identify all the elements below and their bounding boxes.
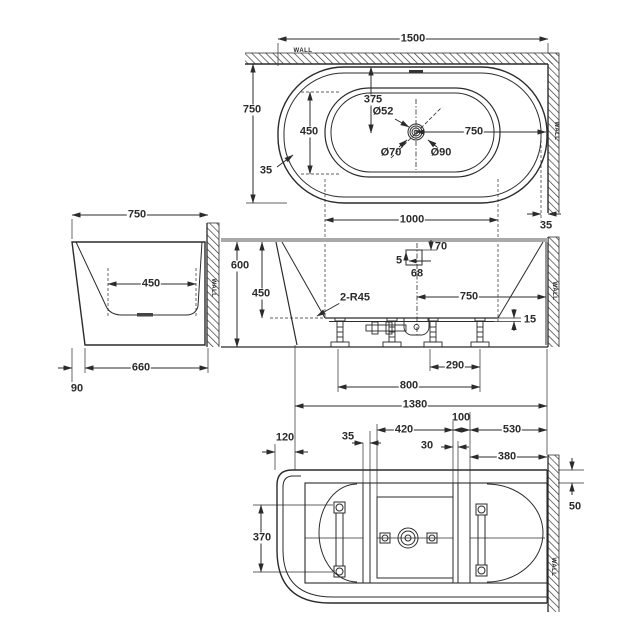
tub-outer-rim [277, 66, 548, 204]
waste-trap-assembly [365, 317, 430, 336]
left-end-curve [318, 483, 358, 583]
dim-front-overall-height: 600 [229, 259, 251, 272]
base-silhouette [276, 469, 547, 604]
dim-side-base-width: 660 [130, 361, 152, 374]
dim-bottom-rim-overhang: 120 [275, 431, 295, 444]
wall-label-side: WALL [210, 278, 216, 298]
dim-overflow-width: 68 [410, 267, 424, 280]
dim-right-span: 530 [501, 423, 523, 436]
overflow-detail [403, 240, 437, 266]
base-recess [304, 482, 548, 584]
plan-wall-right-hatch [548, 53, 559, 213]
adjustable-feet [330, 317, 490, 348]
dim-overflow-lip: 5 [395, 254, 403, 267]
side-drain [137, 313, 153, 317]
right-leg-rail [475, 503, 488, 577]
dim-front-drain-to-wall: 750 [458, 290, 480, 303]
center-panel [376, 496, 454, 579]
dim-waste-diameter: Ø70 [380, 146, 402, 159]
dim-feet-span: 800 [398, 379, 420, 392]
dim-base-length: 1380 [401, 398, 429, 411]
wall-label-bottom: WALL [550, 557, 556, 577]
dim-feet-pitch: 290 [444, 359, 466, 372]
dim-side-basin-floor: 450 [140, 277, 162, 290]
dim-drain-diameter: Ø52 [372, 105, 394, 118]
bottom-wall-hatch [548, 455, 559, 612]
dim-shell-step: 15 [523, 313, 537, 326]
bottom-view [253, 412, 584, 612]
side-wall-hatch [207, 223, 219, 347]
left-leg-rail [333, 501, 346, 578]
dim-plan-basin-width: 450 [298, 125, 320, 138]
dim-corner-radius: 2-R45 [339, 291, 371, 304]
overflow-slot [409, 70, 423, 74]
dim-mid-panel: 420 [393, 423, 415, 436]
plan-wall-top-hatch [245, 53, 557, 64]
side-tub-outline [71, 241, 206, 346]
dim-side-rim-overhang: 90 [70, 382, 84, 395]
tub-inner-rim [283, 72, 542, 198]
bottom-drain [379, 527, 438, 549]
dim-rim-width: 35 [259, 164, 273, 177]
wall-label-top: WALL [293, 48, 313, 54]
dim-right-inner: 380 [496, 450, 518, 463]
dim-side-overall-width: 750 [126, 208, 148, 221]
dim-overflow-drop: 70 [434, 240, 448, 253]
right-end-curve [486, 483, 544, 583]
dim-strip-gap: 100 [451, 411, 471, 424]
base-silhouette-inner [282, 475, 547, 598]
mount-strip-1 [362, 482, 371, 584]
mount-strip-2 [452, 482, 459, 584]
wall-label-front: WALL [551, 281, 557, 301]
dim-plan-overall-depth: 750 [241, 103, 263, 116]
dim-edge-gap: 50 [568, 500, 582, 513]
dim-plan-drain-to-wall: 750 [463, 125, 485, 138]
front-rim-band [221, 238, 548, 242]
dim-plan-drain-offset: 375 [362, 93, 384, 106]
dim-strip-width-2: 30 [420, 439, 434, 452]
dim-basin-length: 1000 [398, 213, 426, 226]
front-wall-hatch [548, 237, 559, 347]
dim-plan-overall-length: 1500 [399, 32, 427, 45]
dim-wall-gap: 35 [538, 219, 554, 232]
dim-strip-width-1: 35 [341, 430, 355, 443]
dim-rail-span: 370 [251, 531, 273, 544]
side-tub-inner [75, 241, 203, 316]
wall-label-plan-right: WALL [553, 121, 559, 141]
dim-front-inner-depth: 450 [250, 287, 272, 300]
dim-overflow-diameter: Ø90 [430, 146, 452, 159]
side-view [58, 212, 220, 382]
plan-view [245, 36, 561, 322]
